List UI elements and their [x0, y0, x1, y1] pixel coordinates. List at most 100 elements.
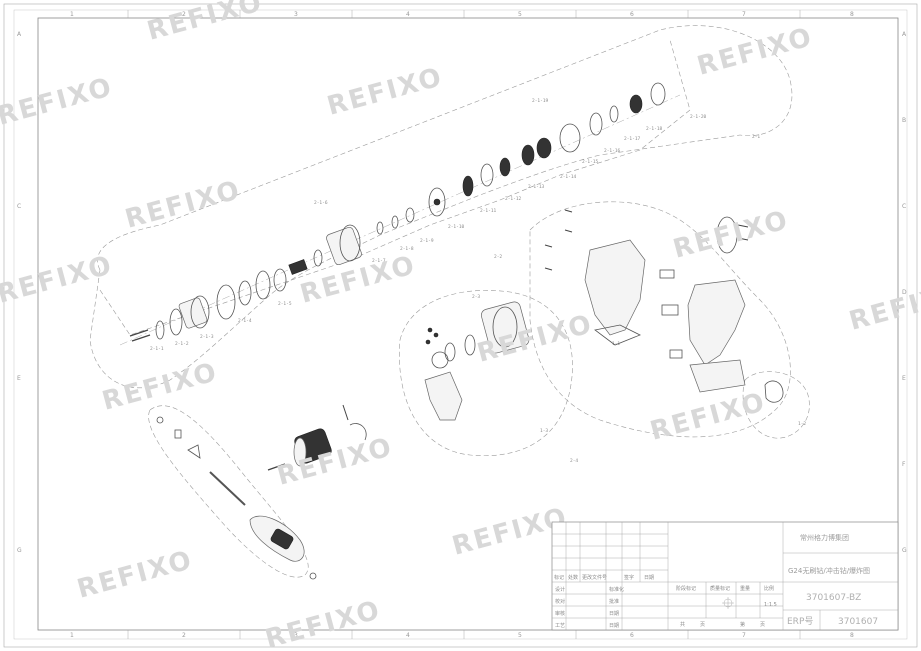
- motor-bearing-part: [464, 334, 476, 356]
- quality-label: 质量标记: [710, 585, 730, 592]
- leader-2-1-18: 2-1-18: [646, 126, 663, 132]
- gear-part: [462, 175, 474, 197]
- motor-bracket-part: [424, 371, 463, 421]
- ring-gear-part: [480, 163, 494, 187]
- sun-gear-part: [629, 94, 643, 114]
- leader-2-1-2: 2-1-2: [175, 341, 189, 347]
- col-label-8: 8: [850, 11, 854, 18]
- rev-header-file: 更改文件号: [582, 574, 607, 581]
- pcb-ring-part: [431, 351, 449, 369]
- col-label-1-bottom: 1: [70, 632, 74, 639]
- callout-2-2: 2-2: [494, 254, 502, 260]
- rev-header-count: 处数: [568, 574, 578, 581]
- gear-case-part: [326, 226, 362, 266]
- column-markers: 1 2 3 4 5 6 7 8 1 2 3 4 5 6 7 8: [70, 10, 854, 639]
- callout-2-3: 2-3: [472, 294, 480, 300]
- leader-2-1-20: 2-1-20: [690, 114, 707, 120]
- leader-2-1-16: 2-1-16: [604, 148, 621, 154]
- clutch-spring-ring: [216, 284, 236, 320]
- callout-1-1: 1-1: [612, 341, 620, 347]
- bit-part: [174, 429, 182, 439]
- sheet-total-label: 共: [680, 621, 685, 628]
- weight-label: 重量: [740, 585, 750, 592]
- clutch-ring: [255, 270, 271, 300]
- row-label-g-left: G: [17, 547, 22, 554]
- ring-part: [169, 308, 183, 336]
- sign-row-date: 日期: [609, 611, 619, 617]
- leader-2-1-13: 2-1-13: [528, 184, 545, 190]
- leader-2-1-4: 2-1-4: [238, 318, 252, 324]
- row-label-b: B: [902, 117, 906, 124]
- watermark: REFIXO: [99, 357, 221, 417]
- callout-1-3: 1-3: [540, 428, 548, 434]
- col-label-4: 4: [406, 11, 410, 18]
- sheet-number-unit: 页: [760, 622, 765, 628]
- watermark: REFIXO: [846, 277, 921, 337]
- washer-part: [313, 249, 323, 267]
- col-label-2-bottom: 2: [182, 632, 186, 639]
- screw-part: [544, 244, 553, 248]
- output-ring-part: [650, 82, 666, 106]
- rev-header-sign: 签字: [624, 574, 634, 581]
- col-label-5-bottom: 5: [518, 632, 522, 639]
- title-block-frame: [551, 521, 899, 631]
- watermark: REFIXO: [274, 432, 396, 492]
- battery-foot-part: [689, 359, 746, 393]
- bit-holder-part: [156, 416, 164, 424]
- row-label-f: F: [902, 461, 906, 468]
- motor-washer-part: [444, 342, 456, 362]
- planet-gear-part: [536, 137, 552, 159]
- left-housing-half: [584, 239, 646, 336]
- col-label-1: 1: [70, 11, 74, 18]
- drawing-title: G24无刷钻/冲击钻/爆炸图: [788, 566, 870, 575]
- erp-number: 3701607: [838, 617, 878, 627]
- scale-value: 1:1.5: [764, 602, 777, 608]
- chuck-nose-part: [293, 437, 307, 467]
- belt-clip-part: [764, 380, 784, 403]
- company-name: 常州格力博集团: [800, 533, 849, 542]
- erp-label: ERP号: [787, 616, 813, 627]
- drill-bit-shaft: [209, 471, 246, 506]
- rev-header-mark: 标记: [554, 574, 564, 581]
- row-label-a-left: A: [17, 31, 22, 38]
- row-label-a: A: [902, 31, 907, 38]
- col-label-7-bottom: 7: [742, 632, 746, 639]
- leader-2-1-8: 2-1-8: [400, 246, 414, 252]
- watermark: REFIXO: [74, 545, 196, 605]
- ring-part: [273, 268, 287, 292]
- washer-part: [609, 105, 619, 123]
- sign-row-review: 审核: [555, 610, 565, 617]
- watermark: REFIXO: [297, 250, 419, 310]
- clip-enclosure-outline: [742, 371, 810, 439]
- col-label-8-bottom: 8: [850, 632, 854, 639]
- screw-part: [544, 267, 553, 271]
- handle-grip-part: [270, 528, 294, 550]
- clutch-collar-part: [178, 297, 208, 329]
- screw-part: [131, 334, 151, 342]
- watermark: REFIXO: [694, 22, 816, 82]
- drawing-number: 3701607-BZ: [806, 593, 861, 603]
- leader-2-1-6: 2-1-6: [314, 200, 328, 206]
- pin-part: [391, 215, 399, 229]
- watermark: REFIXO: [0, 250, 116, 310]
- screw-part: [129, 329, 149, 337]
- collar-ring-part: [190, 295, 210, 329]
- leader-2-1-11: 2-1-11: [480, 208, 497, 214]
- spindle-part: [288, 259, 308, 275]
- housing-cap-part: [716, 216, 738, 254]
- carrier-hub: [433, 198, 441, 206]
- planet-carrier-part: [428, 187, 446, 217]
- gear-part: [521, 144, 535, 166]
- screw-part: [737, 237, 749, 241]
- sign-row-approve: 批准: [609, 598, 619, 605]
- screw-part: [564, 229, 573, 233]
- explode-axis: [119, 94, 681, 346]
- row-label-c-left: C: [17, 203, 21, 210]
- screw-dot: [427, 327, 433, 333]
- row-label-c: C: [902, 203, 906, 210]
- inner-frame: [37, 17, 899, 631]
- handle-cap-part: [309, 572, 317, 580]
- leader-2-1-1: 2-1-1: [150, 346, 164, 352]
- leader-2-1-9: 2-1-9: [420, 238, 434, 244]
- outer-frame: [3, 3, 918, 648]
